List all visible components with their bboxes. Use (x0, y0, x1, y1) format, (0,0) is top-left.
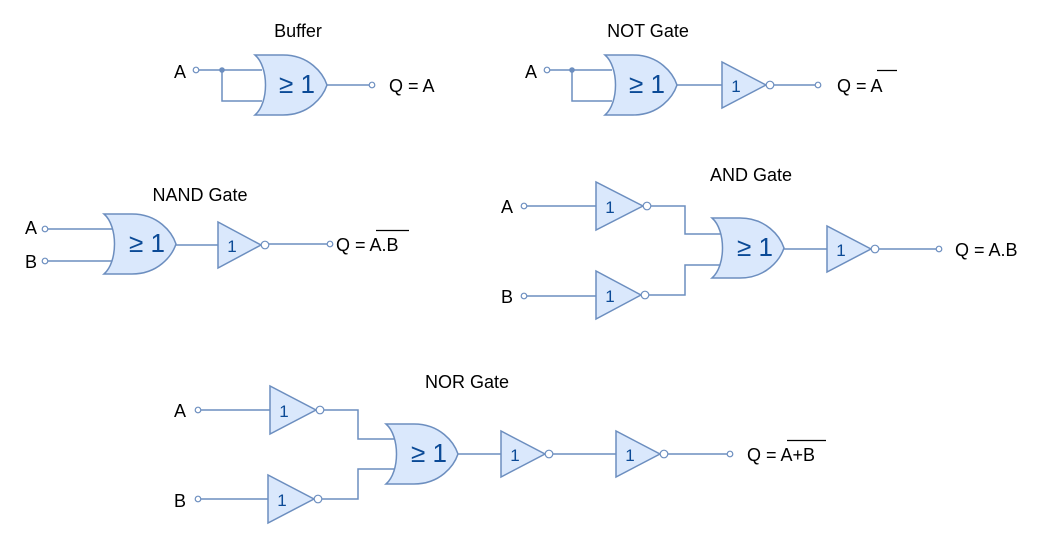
nand-input-a-label: A (25, 218, 37, 238)
nor-circuit: NOR Gate A B 1 1 ≥ 1 1 1 Q = A+B (174, 372, 826, 525)
nor-inverter-1-gate (500, 429, 547, 479)
and-inverter-out-symbol: 1 (836, 241, 845, 260)
nor-inverter-2-symbol: 1 (625, 446, 634, 465)
nand-or-gate-symbol: ≥ 1 (129, 228, 165, 258)
and-output-pin[interactable] (935, 245, 943, 253)
nor-input-a-pin[interactable] (194, 406, 202, 414)
buffer-or-gate: ≥ 1 (254, 54, 328, 116)
and-inverter-a-symbol: 1 (605, 198, 614, 217)
and-output-label: Q = A.B (955, 240, 1018, 260)
nor-title: NOR Gate (425, 372, 509, 392)
nand-output-pin[interactable] (326, 240, 334, 248)
buffer-output-pin[interactable] (368, 81, 376, 89)
not-or-gate-symbol: ≥ 1 (629, 69, 665, 99)
nor-input-a-label: A (174, 401, 186, 421)
not-input-a-label: A (525, 62, 537, 82)
buffer-output-label: Q = A (389, 76, 435, 96)
buffer-circuit: Buffer A ≥ 1 Q = A (174, 21, 435, 116)
nor-inverter-2-gate (615, 429, 662, 479)
buffer-input-a-label: A (174, 62, 186, 82)
nor-input-b-pin[interactable] (194, 495, 202, 503)
buffer-title: Buffer (274, 21, 322, 41)
not-title: NOT Gate (607, 21, 689, 41)
nand-title: NAND Gate (152, 185, 247, 205)
nand-input-a-pin[interactable] (41, 225, 49, 233)
nor-inverter-1-symbol: 1 (510, 446, 519, 465)
and-or-gate-symbol: ≥ 1 (737, 232, 773, 262)
nand-input-b-pin[interactable] (41, 257, 49, 265)
and-inverter-out-gate (826, 224, 873, 274)
buffer-input-a-pin[interactable] (192, 66, 200, 74)
and-input-b-pin[interactable] (520, 292, 528, 300)
not-inverter-symbol: 1 (731, 77, 740, 96)
nor-output-pin[interactable] (726, 450, 734, 458)
and-inverter-b-gate (595, 269, 643, 321)
not-output-label: Q = A (837, 76, 883, 96)
not-circuit: NOT Gate A ≥ 1 1 Q = A (525, 21, 897, 116)
and-inverter-b-symbol: 1 (605, 287, 614, 306)
and-input-a-pin[interactable] (520, 202, 528, 210)
nor-inverter-a-symbol: 1 (279, 402, 288, 421)
nor-or-gate: ≥ 1 (385, 423, 459, 485)
not-input-a-pin[interactable] (543, 66, 551, 74)
nor-output-label: Q = A+B (747, 445, 815, 465)
and-inverter-a-gate (595, 180, 645, 232)
nor-or-gate-symbol: ≥ 1 (411, 438, 447, 468)
and-or-gate: ≥ 1 (711, 217, 785, 279)
nand-or-gate: ≥ 1 (103, 213, 177, 275)
nand-inverter-symbol: 1 (227, 237, 236, 256)
nor-inverter-b-symbol: 1 (277, 491, 286, 510)
nor-inverter-b-gate (267, 473, 316, 525)
nor-inverter-a-gate (269, 384, 318, 436)
not-or-gate: ≥ 1 (604, 54, 678, 116)
and-circuit: AND Gate A B 1 1 ≥ 1 1 Q = A.B (501, 165, 1018, 321)
not-output-pin[interactable] (814, 81, 822, 89)
nand-inverter-gate (217, 220, 263, 270)
and-input-a-label: A (501, 197, 513, 217)
and-title: AND Gate (710, 165, 792, 185)
nor-input-b-label: B (174, 491, 186, 511)
and-input-b-label: B (501, 287, 513, 307)
nand-output-label: Q = A.B (336, 235, 399, 255)
not-inverter-gate (721, 60, 768, 110)
nand-circuit: NAND Gate A B ≥ 1 1 Q = A.B (25, 185, 409, 275)
nand-input-b-label: B (25, 252, 37, 272)
buffer-or-gate-symbol: ≥ 1 (279, 69, 315, 99)
